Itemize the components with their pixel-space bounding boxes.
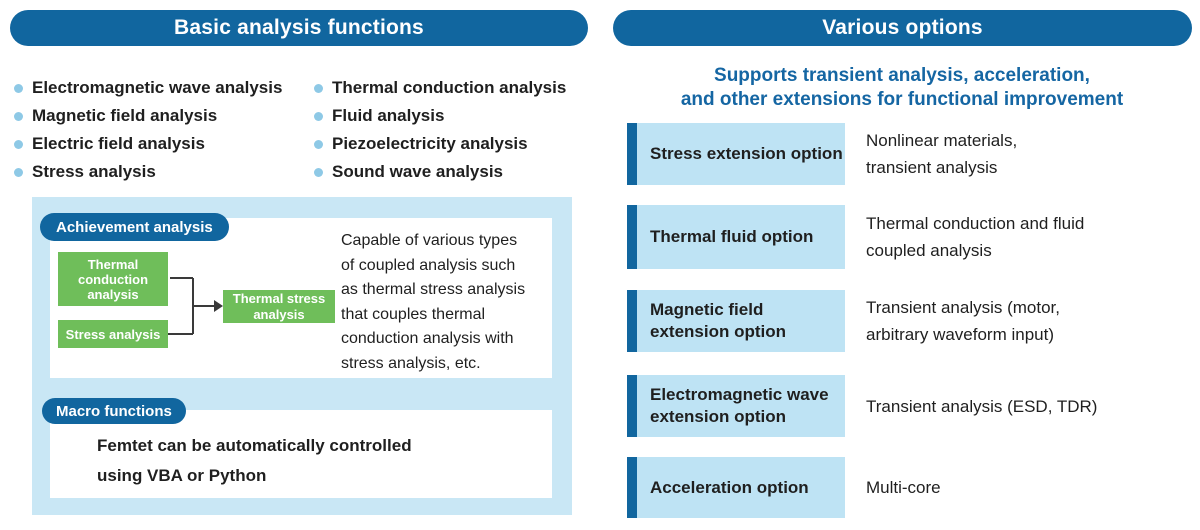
option-row-magnetic-field: Magnetic field extension option Transien… [627,290,1192,352]
analysis-list-column-1: Electromagnetic wave analysis Magnetic f… [14,74,282,186]
option-label: Thermal fluid option [637,205,845,269]
list-item-label: Magnetic field analysis [32,106,218,125]
macro-functions-box [50,410,552,498]
option-accent-bar [627,457,637,518]
basic-analysis-header: Basic analysis functions [10,10,588,46]
coupling-arrow-icon [168,277,223,335]
analysis-list-column-2: Thermal conduction analysis Fluid analys… [314,74,566,186]
option-accent-bar [627,123,637,185]
list-item-label: Fluid analysis [332,106,445,125]
list-item: Magnetic field analysis [14,102,282,130]
various-options-header: Various options [613,10,1192,46]
list-item: Electric field analysis [14,130,282,158]
list-item: Sound wave analysis [314,158,566,186]
basic-analysis-header-label: Basic analysis functions [174,16,424,39]
options-subtitle: Supports transient analysis, acceleratio… [680,65,1124,110]
option-accent-bar [627,290,637,352]
option-accent-bar [627,375,637,437]
diagram-box-stress: Stress analysis [58,320,168,348]
achievement-description: Capable of various types of coupled anal… [341,232,526,372]
bullet-icon [314,167,323,177]
diagram-box-thermal-stress: Thermal stress analysis [223,290,335,323]
option-accent-bar [627,205,637,269]
list-item-label: Stress analysis [32,162,156,181]
option-row-thermal-fluid: Thermal fluid option Thermal conduction … [627,205,1192,269]
option-label: Stress extension option [637,123,845,185]
list-item: Thermal conduction analysis [314,74,566,102]
diagram-box-thermal-conduction: Thermal conduction analysis [58,252,168,306]
bullet-icon [314,83,323,93]
achievement-analysis-badge: Achievement analysis [40,213,229,241]
bullet-icon [314,139,323,149]
bullet-icon [314,111,323,121]
option-description: Thermal conduction and fluid coupled ana… [866,214,1085,260]
option-row-acceleration: Acceleration option Multi-core [627,457,1192,518]
list-item-label: Electromagnetic wave analysis [32,78,283,97]
list-item-label: Electric field analysis [32,134,205,153]
various-options-header-label: Various options [822,16,983,39]
macro-functions-badge: Macro functions [42,398,186,424]
macro-functions-badge-label: Macro functions [56,402,172,420]
option-row-electromagnetic-wave: Electromagnetic wave extension option Tr… [627,375,1192,437]
option-label: Electromagnetic wave extension option [637,375,845,437]
option-label: Acceleration option [637,457,845,518]
achievement-analysis-badge-label: Achievement analysis [56,218,213,236]
list-item: Stress analysis [14,158,282,186]
macro-functions-description: Femtet can be automatically controlled u… [97,436,412,485]
option-description: Nonlinear materials, transient analysis [866,131,1018,177]
list-item-label: Thermal conduction analysis [332,78,567,97]
bullet-icon [14,167,23,177]
list-item: Piezoelectricity analysis [314,130,566,158]
list-item: Electromagnetic wave analysis [14,74,282,102]
option-row-stress-extension: Stress extension option Nonlinear materi… [627,123,1192,185]
bullet-icon [14,83,23,93]
list-item-label: Sound wave analysis [332,162,504,181]
option-label: Magnetic field extension option [637,290,845,352]
bullet-icon [14,111,23,121]
option-description: Multi-core [866,478,941,497]
option-description: Transient analysis (ESD, TDR) [866,396,1098,416]
bullet-icon [14,139,23,149]
list-item-label: Piezoelectricity analysis [332,134,528,153]
option-description: Transient analysis (motor, arbitrary wav… [866,298,1060,344]
list-item: Fluid analysis [314,102,566,130]
